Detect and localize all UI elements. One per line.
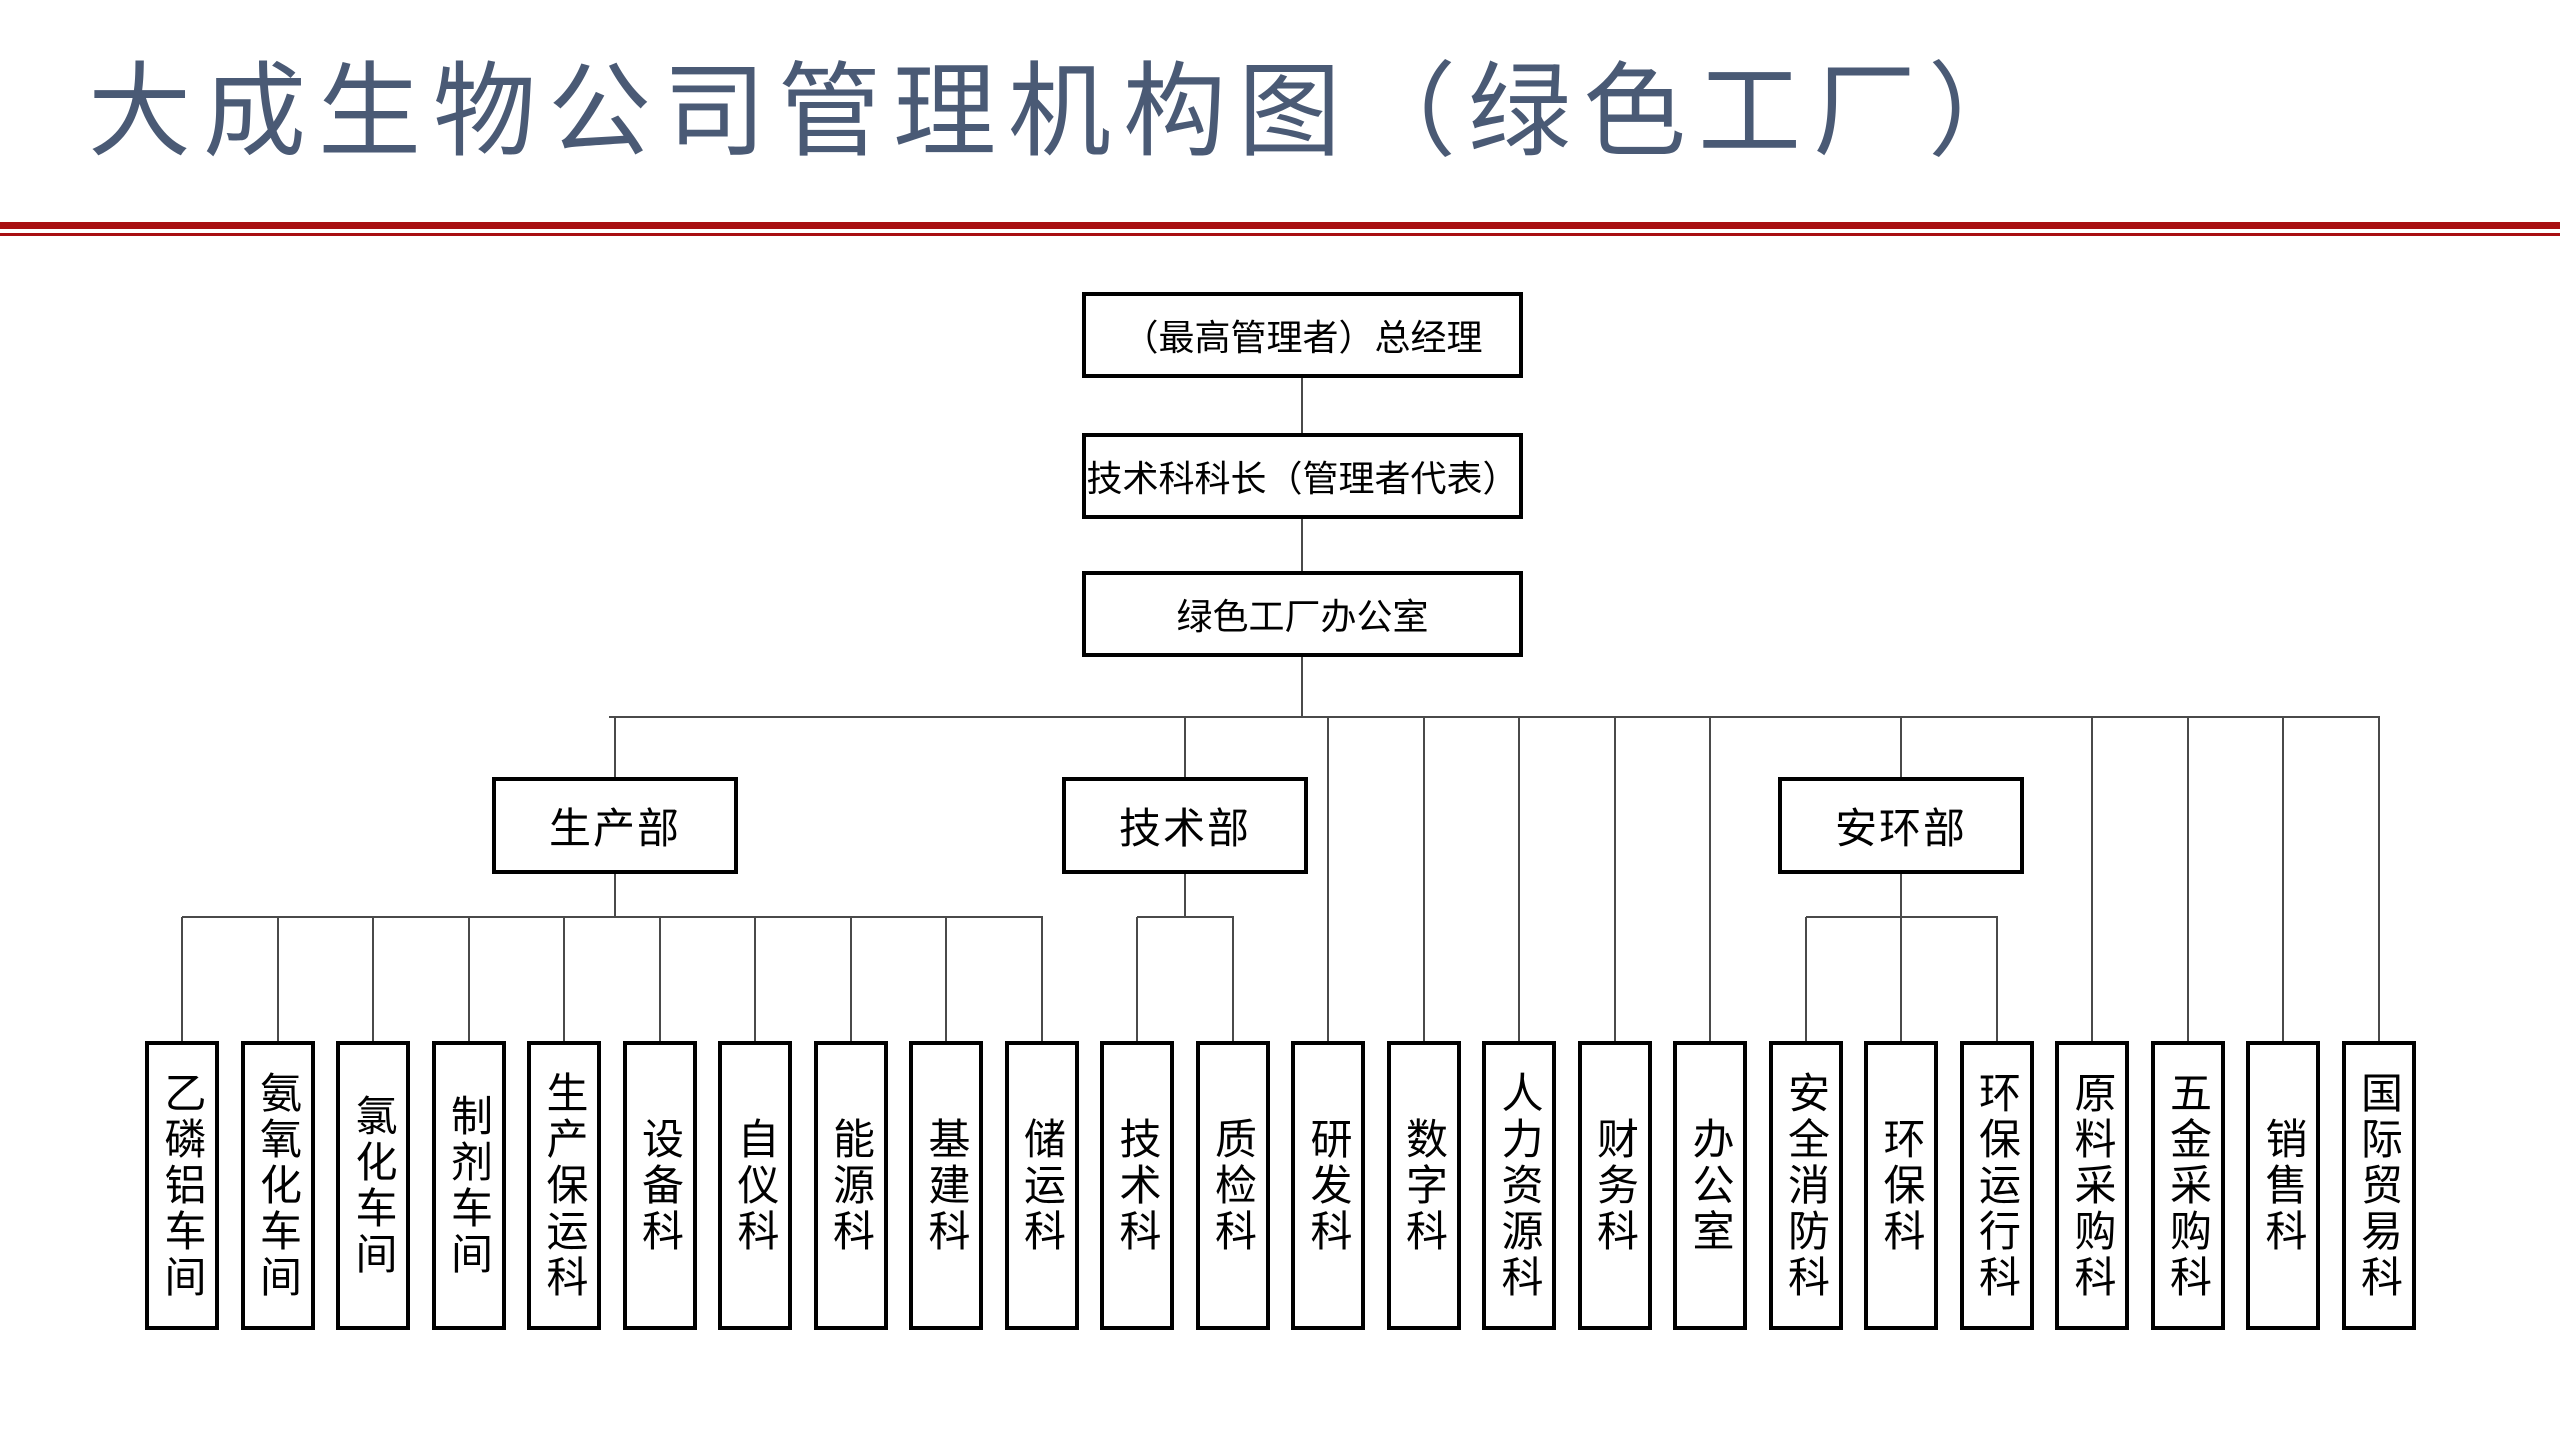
box-unit-7: 能源科 [813,1041,888,1330]
connector-line [614,874,616,917]
box-unit-0-label: 乙磷铝车间 [159,1070,206,1301]
box-unit-16-label: 办公室 [1687,1116,1734,1255]
connector-line [372,917,374,1041]
box-unit-7-label: 能源科 [827,1116,875,1255]
connector-line [1709,717,1711,1041]
connector-line [945,917,947,1041]
box-unit-11-label: 质检科 [1209,1116,1257,1255]
connector-line [1804,917,1807,1041]
box-unit-1: 氨氧化车间 [240,1041,315,1330]
connector-line [1900,874,1902,917]
box-unit-14-label: 人力资源科 [1496,1070,1543,1301]
box-management-representative-label: 技术科科长（管理者代表） [1086,458,1519,499]
box-unit-18: 环保科 [1864,1041,1938,1330]
box-unit-2: 氯化车间 [336,1041,410,1330]
box-dept-technology: 技术部 [1062,777,1308,874]
box-unit-4-label: 生产保运科 [541,1070,588,1301]
box-dept-technology-label: 技术部 [1118,805,1251,852]
box-dept-safety-environment-label: 安环部 [1834,805,1967,852]
connector-line [563,917,565,1041]
box-unit-15: 财务科 [1577,1041,1652,1330]
box-unit-12-label: 研发科 [1305,1116,1352,1255]
connector-line [1995,917,1998,1041]
box-unit-10-label: 技术科 [1114,1116,1161,1255]
box-green-factory-office-label: 绿色工厂办公室 [1176,596,1429,637]
connector-line [181,917,183,1041]
box-unit-4: 生产保运科 [527,1041,601,1330]
box-unit-18-label: 环保科 [1878,1116,1925,1255]
connector-line [1137,916,1234,918]
box-unit-12: 研发科 [1291,1041,1365,1330]
box-unit-9-label: 储运科 [1018,1116,1066,1255]
box-general-manager-label: （最高管理者）总经理 [1122,317,1483,358]
box-unit-9: 储运科 [1004,1041,1079,1330]
red-divider-thin [0,233,2560,236]
connector-line [1900,917,1902,1041]
connector-line [2377,717,2380,1041]
box-unit-1-label: 氨氧化车间 [254,1070,302,1301]
connector-line [2282,717,2284,1041]
box-unit-10: 技术科 [1100,1041,1174,1330]
connector-line [1040,917,1043,1041]
connector-line [1301,378,1303,433]
connector-line [1327,717,1329,1041]
box-unit-3-label: 制剂车间 [445,1093,493,1278]
box-unit-5: 设备科 [622,1041,697,1330]
box-unit-21: 五金采购科 [2150,1041,2225,1330]
connector-line [1900,717,1902,777]
box-unit-5-label: 设备科 [636,1116,684,1255]
box-unit-13: 数字科 [1386,1041,1461,1330]
box-dept-production: 生产部 [492,777,738,874]
box-unit-0: 乙磷铝车间 [145,1041,219,1330]
connector-line [849,917,852,1041]
connector-line [609,716,2380,718]
connector-line [276,917,279,1041]
connector-line [754,917,756,1041]
box-unit-19: 环保运行科 [1959,1041,2034,1330]
box-unit-13-label: 数字科 [1400,1116,1448,1255]
box-management-representative: 技术科科长（管理者代表） [1082,433,1523,519]
connector-line [614,717,616,777]
box-unit-8-label: 基建科 [923,1116,970,1255]
box-green-factory-office: 绿色工厂办公室 [1082,571,1523,657]
box-unit-22-label: 销售科 [2260,1116,2307,1255]
red-divider-thick [0,222,2560,229]
box-unit-2-label: 氯化车间 [350,1093,397,1278]
box-dept-safety-environment: 安环部 [1778,777,2024,874]
connector-line [2186,717,2189,1041]
box-unit-17-label: 安全消防科 [1782,1070,1830,1301]
connector-line [1301,519,1303,571]
box-dept-production-label: 生产部 [548,805,681,852]
box-unit-21-label: 五金采购科 [2164,1070,2212,1301]
box-unit-19-label: 环保运行科 [1973,1070,2021,1301]
connector-line [1231,917,1234,1041]
connector-line [1184,874,1186,917]
connector-line [1518,717,1520,1041]
box-unit-22: 销售科 [2246,1041,2320,1330]
connector-line [1301,657,1303,717]
connector-line [1136,917,1138,1041]
connector-line [2091,717,2093,1041]
box-unit-17: 安全消防科 [1768,1041,1843,1330]
box-unit-8: 基建科 [909,1041,983,1330]
box-unit-20: 原料采购科 [2055,1041,2129,1330]
connector-line [1422,717,1425,1041]
box-unit-11: 质检科 [1195,1041,1270,1330]
box-unit-23: 国际贸易科 [2341,1041,2416,1330]
connector-line [1613,717,1616,1041]
box-unit-15-label: 财务科 [1591,1116,1639,1255]
box-unit-3: 制剂车间 [431,1041,506,1330]
connector-line [467,917,470,1041]
box-general-manager: （最高管理者）总经理 [1082,292,1523,378]
connector-line [658,917,661,1041]
box-unit-20-label: 原料采购科 [2069,1070,2116,1301]
connector-line [182,916,1043,918]
box-unit-6-label: 自仪科 [732,1116,779,1255]
box-unit-6: 自仪科 [718,1041,792,1330]
box-unit-14: 人力资源科 [1482,1041,1556,1330]
box-unit-23-label: 国际贸易科 [2355,1070,2403,1301]
connector-line [1184,717,1186,777]
page-title: 大成生物公司管理机构图（绿色工厂） [88,52,2043,172]
box-unit-16: 办公室 [1673,1041,1747,1330]
